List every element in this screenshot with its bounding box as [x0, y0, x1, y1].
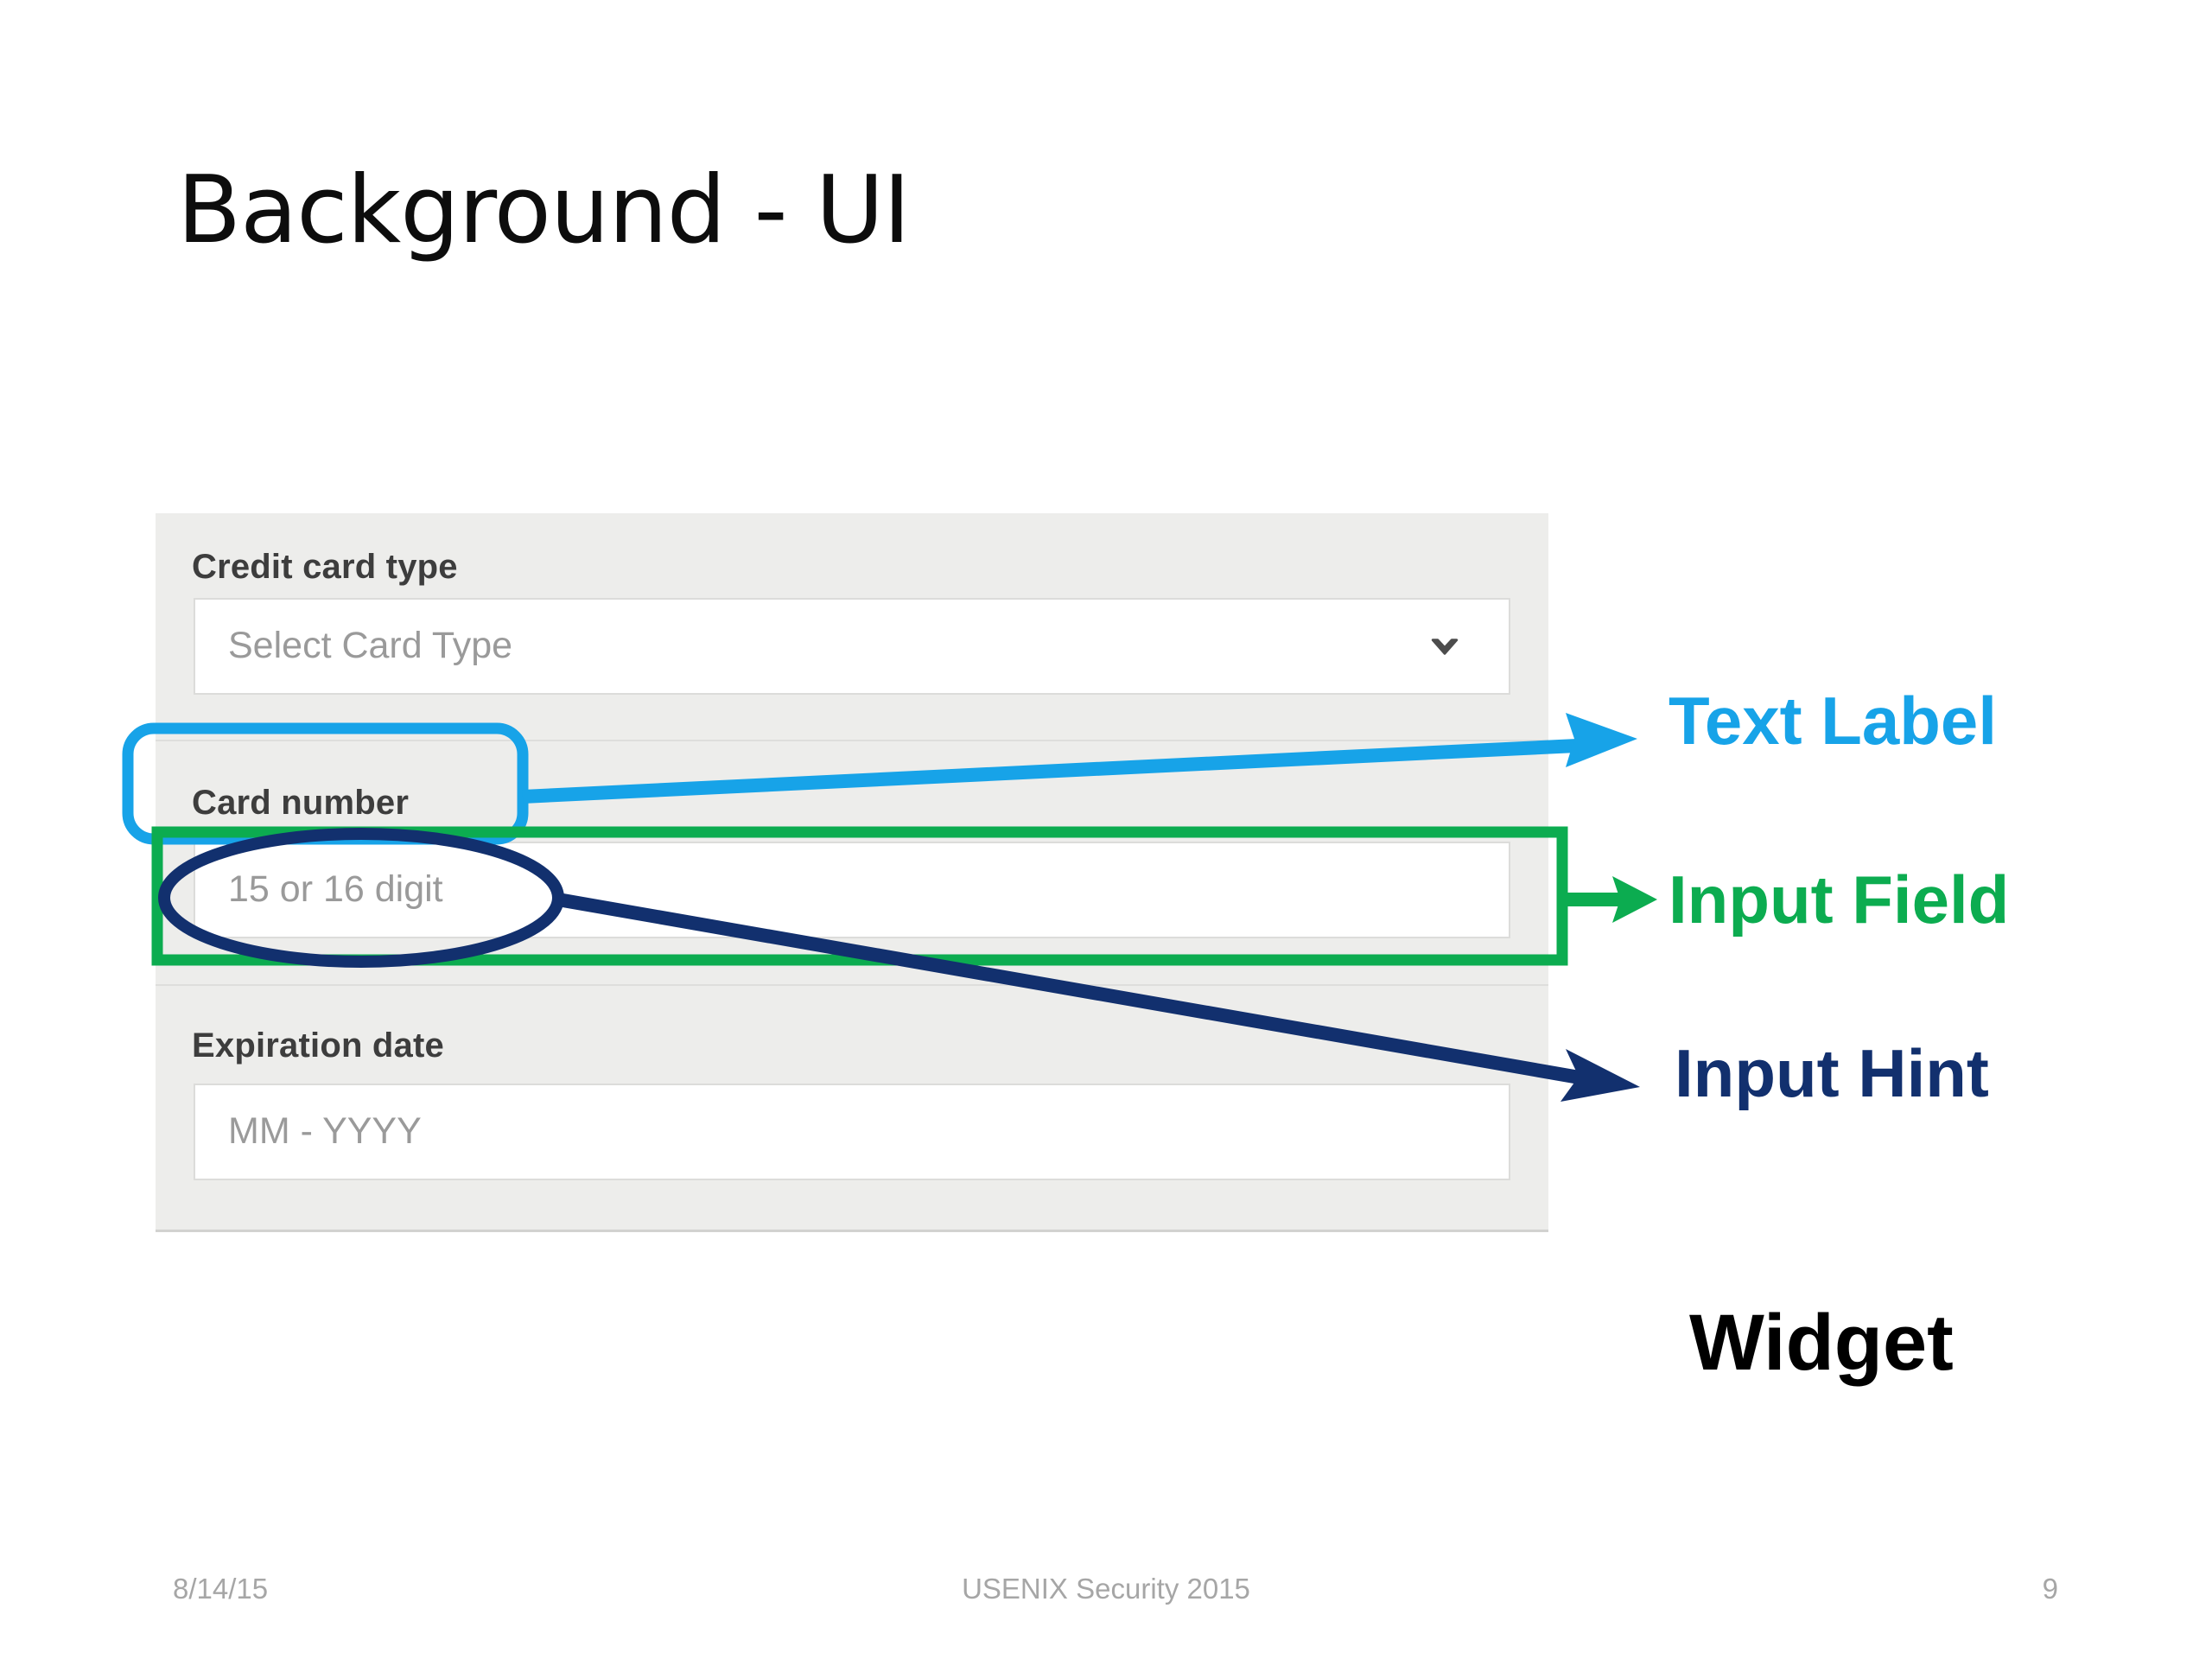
annotation-label-input-hint: Input Hint [1675, 1035, 1989, 1111]
field-separator-1 [156, 740, 1548, 741]
footer-page-number: 9 [2042, 1573, 2058, 1605]
callout-arrowhead-text-label [1566, 713, 1637, 767]
annotation-label-widget: Widget [1689, 1299, 1954, 1387]
input-hint-card-number: 15 or 16 digit [228, 868, 443, 910]
field-separator-2 [156, 984, 1548, 986]
field-label-credit-card-type: Credit card type [192, 548, 458, 586]
page-title: Background - UI [177, 156, 911, 264]
footer-date: 8/14/15 [173, 1573, 269, 1605]
input-card-number[interactable]: 15 or 16 digit [194, 842, 1510, 938]
select-credit-card-type[interactable]: Select Card Type [194, 598, 1510, 695]
field-label-expiration-date: Expiration date [192, 1027, 444, 1065]
field-label-card-number: Card number [192, 784, 410, 822]
chevron-down-icon[interactable] [1426, 627, 1464, 665]
input-hint-expiration-date: MM - YYYY [228, 1110, 422, 1152]
select-placeholder-credit-card-type: Select Card Type [228, 625, 513, 666]
credit-card-widget-panel: Credit card type Select Card Type Card n… [156, 513, 1548, 1232]
input-expiration-date[interactable]: MM - YYYY [194, 1084, 1510, 1180]
callout-arrowhead-input-field [1612, 876, 1657, 923]
annotation-label-text-label: Text Label [1669, 683, 1997, 759]
callout-arrowhead-input-hint [1560, 1049, 1640, 1102]
footer-conference-name: USENIX Security 2015 [962, 1573, 1250, 1605]
annotation-label-input-field: Input Field [1669, 861, 2010, 938]
